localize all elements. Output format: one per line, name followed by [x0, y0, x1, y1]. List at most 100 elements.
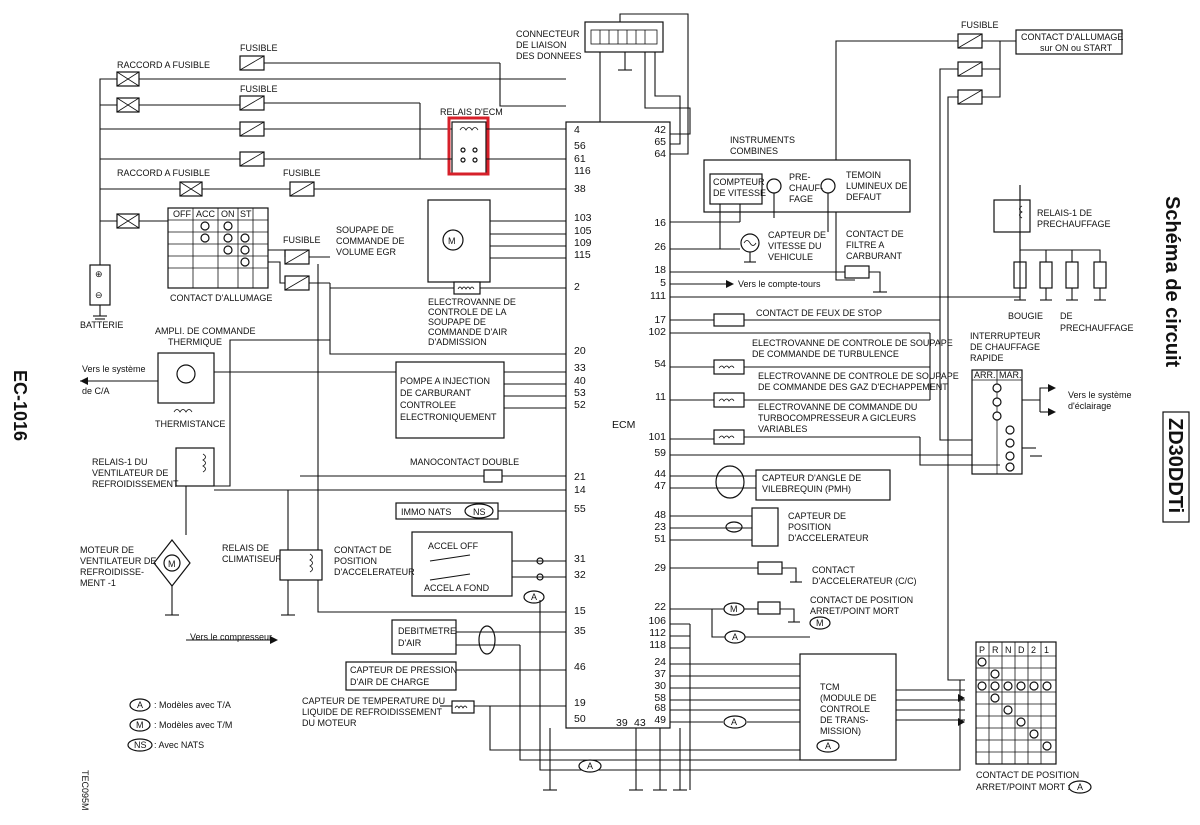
ecm-pin-16: 16: [654, 217, 666, 229]
capteur-vitesse-l1: CAPTEUR DE: [768, 230, 826, 240]
svg-text:⊕: ⊕: [95, 269, 103, 279]
ecm-relay-highlight: [447, 116, 490, 176]
badge-a-tcm: A: [825, 741, 831, 751]
ecm-pin-22: 22: [654, 601, 666, 613]
ev-turbulence-l1: ELECTROVANNE DE CONTROLE DE SOUPAPE: [752, 338, 953, 348]
relais-ecm-label: RELAIS D'ECM: [440, 107, 503, 117]
contact-accel-cc-l1: CONTACT: [812, 565, 855, 575]
ecm-pin-38: 38: [574, 183, 586, 195]
model-code-box: [1162, 411, 1190, 523]
interrupteur-l1: INTERRUPTEUR: [970, 331, 1041, 341]
badge-a-accel-text: A: [531, 592, 537, 602]
fusible-label-3: FUSIBLE: [283, 168, 321, 178]
badge-a-accel: [523, 590, 545, 604]
ecm-pin-61: 61: [574, 153, 586, 165]
temoin-l1: TEMOIN: [846, 170, 881, 180]
capteur-temp-l3: DU MOTEUR: [302, 718, 357, 728]
legend-text-m: : Modèles avec T/M: [154, 720, 232, 730]
interrupteur-l2: DE CHAUFFAGE: [970, 342, 1040, 352]
thermistance-label: THERMISTANCE: [155, 419, 225, 429]
soupape-egr-l2: COMMANDE DE: [336, 236, 405, 246]
moteur-ventil-l2: VENTILATEUR DE: [80, 556, 156, 566]
contact-allumage-label: CONTACT D'ALLUMAGE: [170, 293, 272, 303]
connecteur-l3: DES DONNEES: [516, 51, 582, 61]
fusible-label-right: FUSIBLE: [961, 20, 999, 30]
batterie-label: BATTERIE: [80, 320, 123, 330]
ecm-pin-101: 101: [648, 431, 666, 443]
contact-pos-accel-l3: D'ACCELERATEUR: [334, 567, 415, 577]
contact-arret-l1: CONTACT DE POSITION: [810, 595, 913, 605]
capteur-pos-accel-l3: D'ACCELERATEUR: [788, 533, 869, 543]
relais-clim-l1: RELAIS DE: [222, 543, 269, 553]
air-flow-meter: [391, 619, 566, 655]
capteur-pression-l1: CAPTEUR DE PRESSION: [350, 665, 457, 675]
ecm-pin-31: 31: [574, 553, 586, 565]
immo-nats-box: [395, 502, 566, 520]
relais-prechauffage-l2: PRECHAUFFAGE: [1037, 219, 1111, 229]
right-bus-wires: [919, 185, 1021, 466]
moteur-ventil-l4: MENT -1: [80, 578, 116, 588]
ecm-pin-30: 30: [654, 680, 666, 692]
ev-gaz-l2: DE COMMANDE DES GAZ D'ECHAPPEMENT: [758, 382, 948, 392]
ecm-pin-18: 18: [654, 264, 666, 276]
vers-ca-l2: de C/A: [82, 386, 110, 396]
ecm-pin-23: 23: [654, 521, 666, 533]
prechauffage-l1: PRE-: [789, 172, 811, 182]
vers-ca-l1: Vers le système: [82, 364, 146, 374]
relais-ventil-l1: RELAIS-1 DU: [92, 457, 148, 467]
pompe-l2: DE CARBURANT: [400, 388, 472, 398]
injection-pump: [395, 361, 566, 439]
capteur-pos-accel-l1: CAPTEUR DE: [788, 511, 846, 521]
neutral-switch-mt: [670, 601, 831, 644]
capteur-vilebrequin-l1: CAPTEUR D'ANGLE DE: [762, 473, 861, 483]
vers-eclairage-l1: Vers le système: [1068, 390, 1132, 400]
legend: [127, 698, 153, 752]
relais-clim-l2: CLIMATISEUR: [222, 554, 282, 564]
ecm-pin-54: 54: [654, 358, 666, 370]
contact-filtre-l2: FILTRE A: [846, 240, 884, 250]
bottom-grounds: [489, 600, 961, 791]
relais-ventil-l2: VENTILATEUR DE: [92, 468, 168, 478]
ecm-pin-59: 59: [654, 447, 666, 459]
contact-accel-cc-l2: D'ACCELERATEUR (C/C): [812, 576, 917, 586]
ecm-pin-40: 40: [574, 375, 586, 387]
badge-a-tcm-line: A: [731, 717, 737, 727]
ecm-pin-15: 15: [574, 605, 586, 617]
solenoid-valves: [670, 359, 930, 445]
ecm-pin-24: 24: [654, 656, 666, 668]
ecm-pin-51: 51: [654, 533, 666, 545]
connecteur-l2: DE LIAISON: [516, 40, 567, 50]
ecm-pin-52: 52: [574, 399, 586, 411]
accel-switch-cc: [670, 561, 802, 583]
tcm-l5: MISSION): [820, 726, 861, 736]
quick-heat-switch: [971, 369, 1056, 475]
arrow-compresseur: [270, 636, 278, 644]
ev-turbulence-l2: DE COMMANDE DE TURBULENCE: [752, 349, 899, 359]
instrument-cluster: [670, 159, 911, 263]
ev-air-l3: SOUPAPE DE: [428, 317, 486, 327]
relais-prechauffage-l1: RELAIS-1 DE: [1037, 208, 1092, 218]
tcm-box: [670, 623, 965, 790]
fusible-label-4: FUSIBLE: [283, 235, 321, 245]
legend-badge-a: A: [137, 700, 143, 710]
ecm-pin-118: 118: [649, 639, 666, 651]
accel-switch-box: [411, 531, 566, 597]
vers-compte-tours-label: Vers le compte-tours: [738, 279, 821, 289]
ev-turbo-l2: TURBOCOMPRESSEUR A GICLEURS: [758, 413, 916, 423]
badge-a-prnd-text: A: [1077, 782, 1083, 792]
de-prechauffage-l2: PRECHAUFFAGE: [1060, 323, 1134, 333]
contact-arret-l2: ARRET/POINT MORT: [810, 606, 900, 616]
tcm-l2: (MODULE DE: [820, 693, 877, 703]
ecm-pin-37: 37: [654, 668, 666, 680]
ecm-pin-48: 48: [654, 509, 666, 521]
tcm-l1: TCM: [820, 682, 840, 692]
ev-air-l5: D'ADMISSION: [428, 337, 487, 347]
ecm-pin-102: 102: [648, 326, 666, 338]
contact-filtre-l1: CONTACT DE: [846, 229, 904, 239]
capteur-pression-l2: D'AIR DE CHARGE: [350, 677, 429, 687]
badge-a-neutral: A: [732, 632, 738, 642]
raccord-fusible-label-mid: RACCORD A FUSIBLE: [117, 168, 210, 178]
interrupteur-l3: RAPIDE: [970, 353, 1004, 363]
temoin-l2: LUMINEUX DE: [846, 181, 908, 191]
egr-valve: M: [427, 199, 566, 283]
